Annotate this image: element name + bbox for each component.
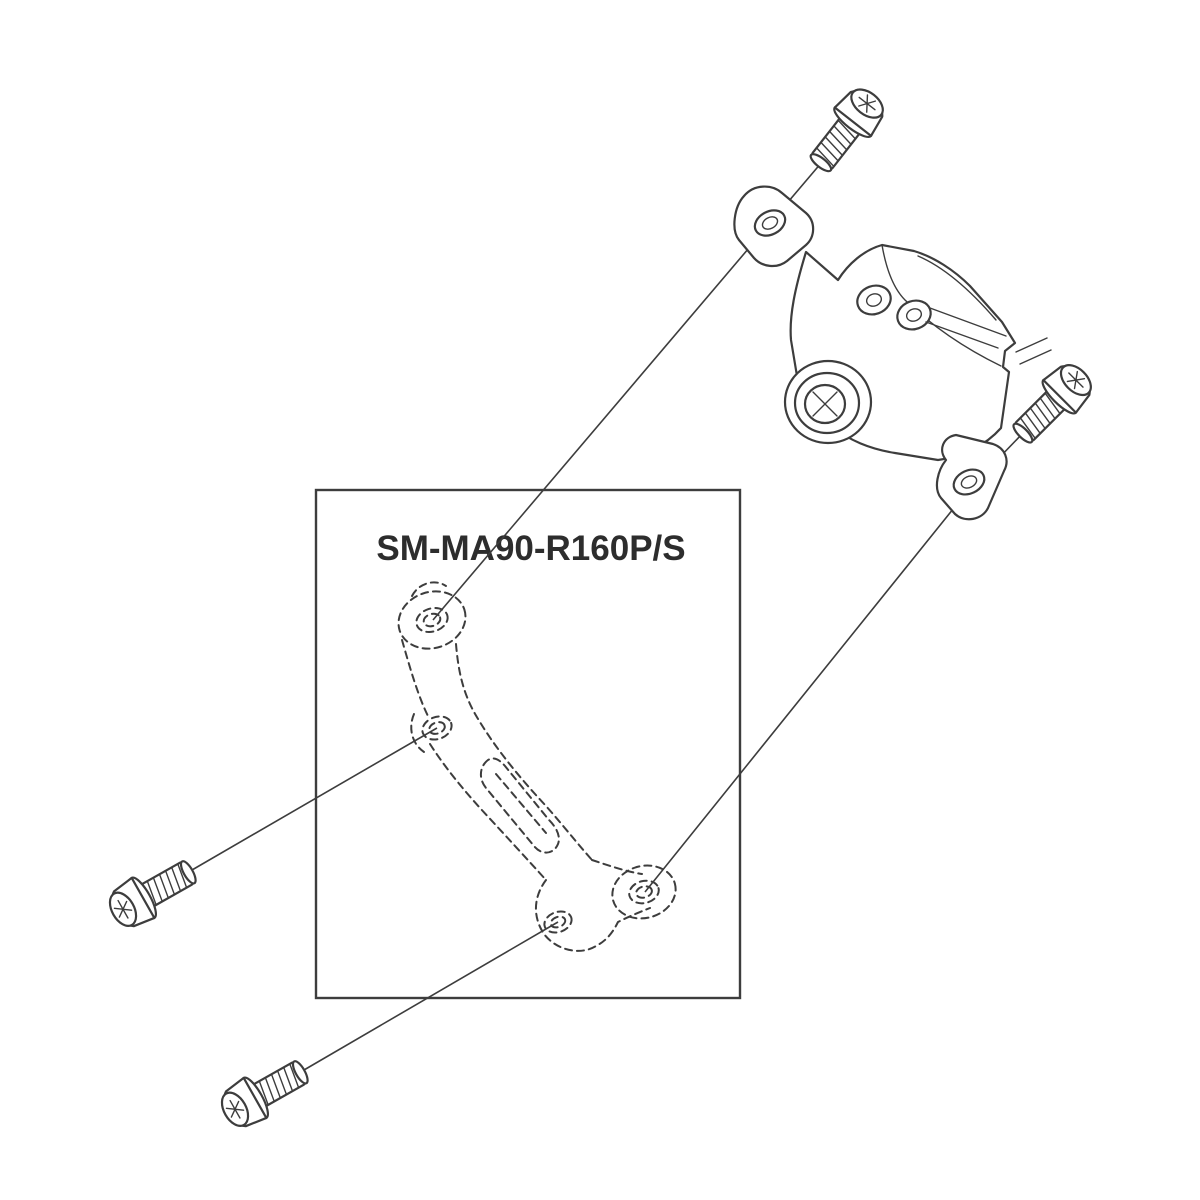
adapter-right-hole-inner [635,885,653,899]
fixing-bolt-lower-left [101,848,205,936]
fixing-bolt-top [798,79,894,182]
caliper-cylinder-cross [812,391,838,417]
brake-caliper [733,185,1052,521]
caliper-post-hole-right [905,308,923,322]
caliper-post-hole-left [865,293,883,307]
part-label-box: SM-MA90-R160P/S [314,488,742,1000]
adapter-arm-right-edge [455,643,593,861]
adapter-bottom-hole-inner [549,915,567,929]
adapter-slot [480,757,560,854]
adapter-bottom-mounting-hole [543,910,573,934]
adapter-mid-mounting-hole [421,715,453,741]
fixing-bolt-bottom [213,1048,317,1136]
adapter-mid-hole-inner [428,721,446,735]
part-label: SM-MA90-R160P/S [376,529,685,568]
leader-line-bottom-axis [303,921,559,1071]
leader-line-lower-left-axis [191,727,438,871]
caliper-cylinder-ring [793,371,861,435]
caliper-body-edge-line [917,255,997,321]
caliper-top-ear-hole-inner [761,216,779,230]
caliper-bottom-ear-hole [952,468,986,496]
caliper-post-boss-left [856,284,892,316]
caliper-post-boss-right [896,299,932,331]
adapter-slot-inner-line [495,773,547,834]
adapter-arm-left-edge [401,639,429,717]
adapter-foot-upper-edge [591,859,643,875]
adapter-right-boss [611,864,677,920]
adapter-top-mounting-hole [415,606,449,634]
caliper-hose-stub [1015,337,1052,365]
adapter-top-boss [397,590,467,650]
caliper-bottom-ear-hole-inner [960,475,978,489]
adapter-mid-boss-arc [410,713,425,753]
caliper-rear-bracket-lines [925,307,1007,349]
adapter-right-mounting-hole [628,879,660,905]
adapter-ghost-outline [397,581,677,952]
label-box-outline [314,488,742,1000]
adapter-top-hole-inner [422,612,442,628]
adapter-top-tab [411,581,447,597]
adapter-foot-lower-edge [535,879,651,952]
caliper-top-ear-hole [753,209,787,237]
adapter-arm-left-lower [429,743,547,881]
